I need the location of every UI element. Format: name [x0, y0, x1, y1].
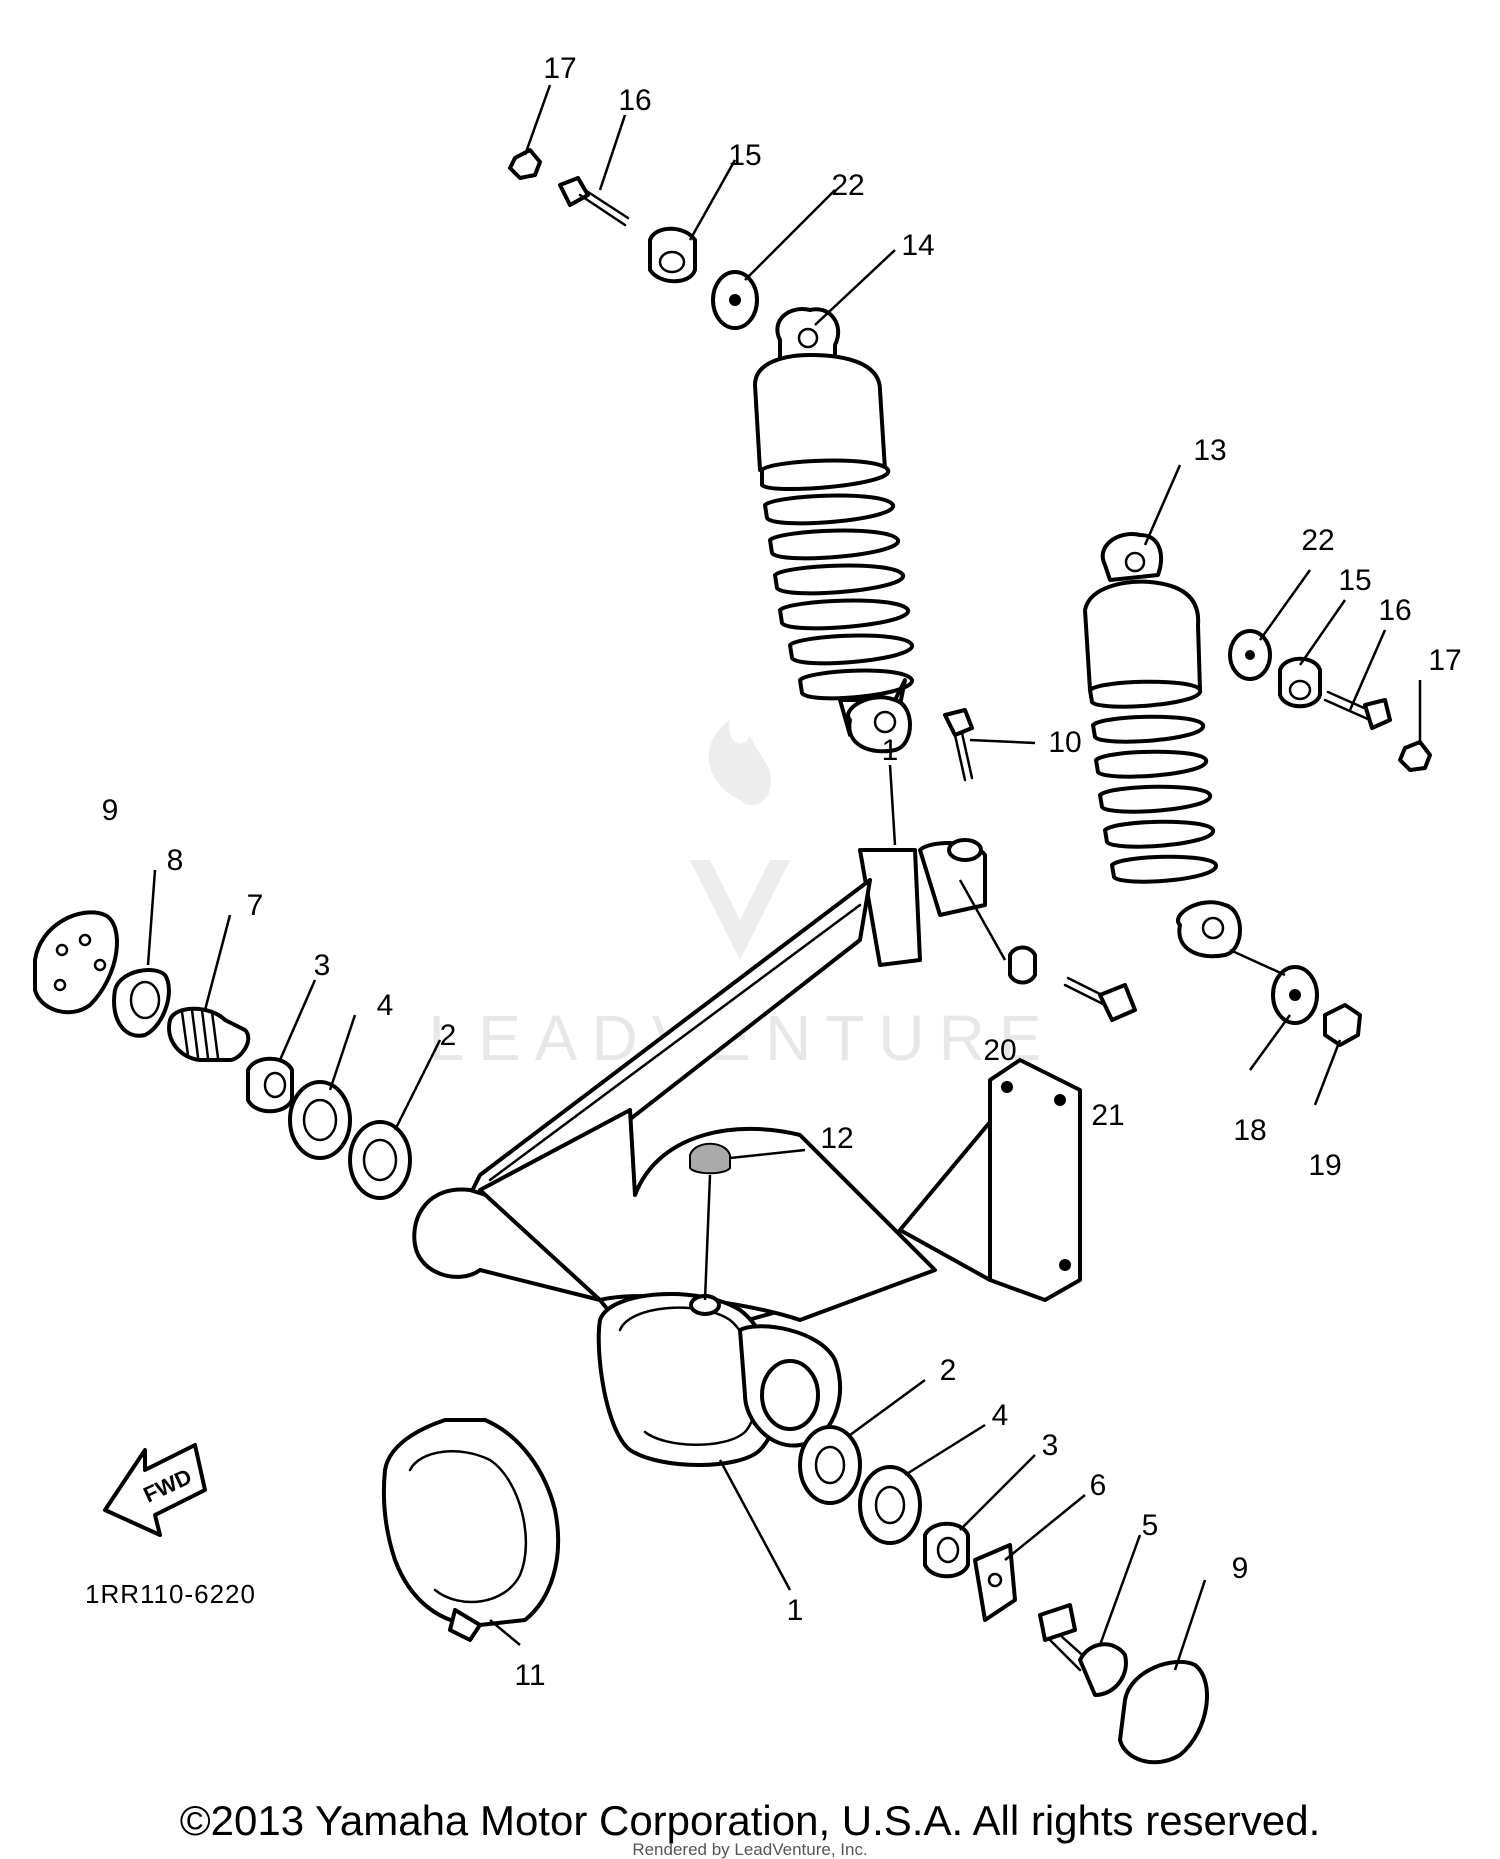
- callout-17-upper: 17: [543, 52, 576, 85]
- callout-15-right: 15: [1338, 564, 1371, 597]
- collar-3-right: [923, 1521, 970, 1579]
- callout-19: 19: [1308, 1149, 1341, 1182]
- callout-11: 11: [514, 1659, 545, 1692]
- callout-4-left: 4: [377, 989, 394, 1022]
- callout-7: 7: [247, 889, 264, 922]
- forward-arrow-icon: FWD: [103, 1443, 207, 1537]
- callout-6: 6: [1090, 1469, 1107, 1502]
- callout-10: 10: [1048, 726, 1081, 759]
- collar-3-left: [246, 1056, 294, 1114]
- callout-1-upper: 1: [882, 734, 899, 767]
- nut-19: [1323, 1003, 1362, 1047]
- callout-21: 21: [1091, 1099, 1124, 1132]
- callout-9-left: 9: [102, 794, 119, 827]
- bearing-4-left: [288, 1080, 352, 1160]
- bushing-15-right: [1278, 656, 1322, 709]
- bearing-2-left: [348, 1120, 412, 1200]
- bushing-15-upper: [648, 226, 697, 284]
- callout-18: 18: [1233, 1114, 1266, 1147]
- pivot-shaft-7: [167, 1006, 251, 1062]
- swingarm: [412, 838, 1082, 1467]
- callout-labels: 17 16 15 22 14 13 22 15 16 17 10 9 8 7 3…: [102, 52, 1462, 1692]
- diagram-reference-code: 1RR110-6220: [85, 1579, 256, 1609]
- shock-spring-left: [760, 458, 914, 701]
- plate-6: [973, 1543, 1017, 1622]
- callout-22-upper: 22: [831, 169, 864, 202]
- callout-15-upper: 15: [728, 139, 761, 172]
- cover-9-right: [1118, 1659, 1209, 1765]
- nut-17-right: [1398, 740, 1432, 772]
- callout-16-upper: 16: [618, 84, 651, 117]
- washer-22-upper: [711, 270, 759, 330]
- leader-lines: [146, 84, 1422, 1671]
- bolt-10: [943, 708, 974, 782]
- shock-absorber-right: [1083, 532, 1242, 959]
- bearing-4-right: [858, 1465, 922, 1545]
- nut-17-upper: [508, 148, 542, 180]
- bolt-21: [1063, 976, 1137, 1022]
- callout-1-lower: 1: [787, 1594, 804, 1627]
- rubber-boot-11: [381, 1418, 561, 1642]
- callout-2-left: 2: [440, 1019, 457, 1052]
- washer-18: [1271, 965, 1319, 1025]
- render-credit: Rendered by LeadVenture, Inc.: [632, 1840, 867, 1859]
- callout-3-right: 3: [1042, 1429, 1059, 1462]
- nut-8: [112, 968, 171, 1038]
- cap-12: [689, 1142, 731, 1175]
- callout-5: 5: [1142, 1509, 1159, 1542]
- shock-spring-right: [1088, 679, 1218, 884]
- callout-9-right: 9: [1232, 1552, 1249, 1585]
- copyright-notice: ©2013 Yamaha Motor Corporation, U.S.A. A…: [180, 1797, 1321, 1844]
- callout-3-left: 3: [314, 949, 331, 982]
- nut-20: [1008, 945, 1037, 985]
- shock-absorber-left: [753, 307, 914, 754]
- callout-17-right: 17: [1428, 644, 1461, 677]
- bearing-2-right: [798, 1425, 862, 1505]
- callout-16-right: 16: [1378, 594, 1411, 627]
- callout-4-right: 4: [992, 1399, 1009, 1432]
- callout-12: 12: [820, 1122, 853, 1155]
- callout-22-right: 22: [1301, 524, 1334, 557]
- callout-13: 13: [1193, 434, 1226, 467]
- washer-22-right: [1228, 629, 1272, 681]
- callout-14: 14: [901, 229, 934, 262]
- callout-8: 8: [167, 844, 184, 877]
- bolt-16-right: [1323, 690, 1392, 730]
- cover-9-left: [33, 910, 119, 1015]
- callout-20: 20: [983, 1034, 1016, 1067]
- callout-2-right: 2: [940, 1354, 957, 1387]
- pivot-bolt-5: [1038, 1603, 1128, 1697]
- bolt-16-upper: [558, 176, 630, 227]
